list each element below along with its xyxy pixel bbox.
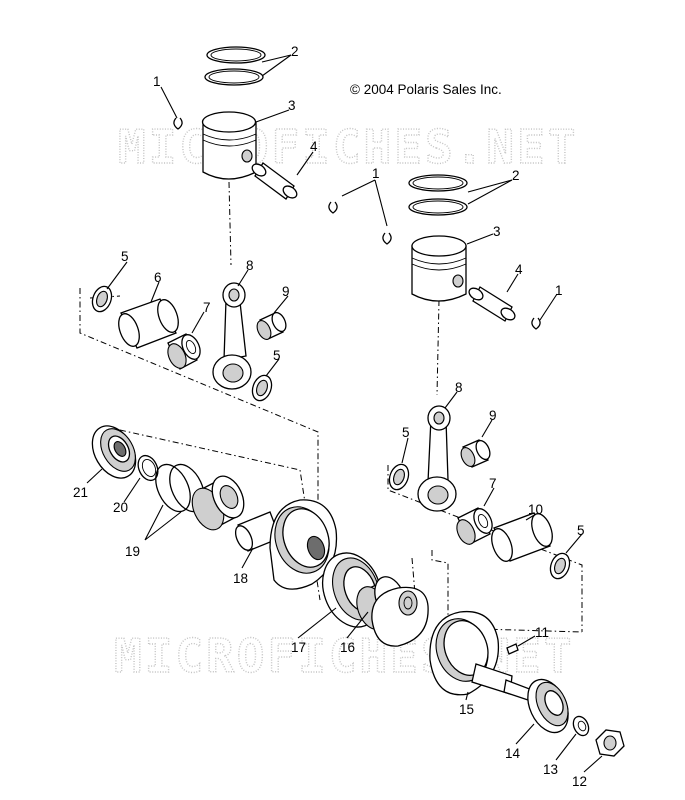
needle-bearing-left-small xyxy=(256,311,287,340)
callout: 11 xyxy=(535,625,549,640)
callout: 4 xyxy=(515,262,523,277)
piston-rings-left xyxy=(204,46,266,86)
callout: 5 xyxy=(402,425,410,440)
crankshaft-right-half xyxy=(429,610,549,707)
crank-pin-right xyxy=(491,512,553,562)
main-bearing-left-inner xyxy=(191,475,245,531)
thrust-washer-right-bottom xyxy=(549,552,571,580)
needle-bearing-right-small xyxy=(460,439,491,468)
leader-lines xyxy=(86,54,603,773)
connecting-rod-right xyxy=(417,405,457,512)
callout: 8 xyxy=(246,258,254,273)
copyright-notice: © 2004 Polaris Sales Inc. xyxy=(350,82,502,97)
callout: 9 xyxy=(489,408,497,423)
callout: 1 xyxy=(372,166,380,181)
thrust-washer-left-top xyxy=(91,285,113,313)
callout-numbers: 1 2 3 4 1 2 3 4 1 5 6 7 8 9 5 8 9 5 7 10… xyxy=(73,44,587,789)
callout: 3 xyxy=(493,224,501,239)
piston-left xyxy=(201,111,257,180)
callout: 18 xyxy=(233,571,248,586)
callout: 3 xyxy=(288,98,296,113)
washer-right xyxy=(572,715,590,737)
circlip-right-right xyxy=(531,317,541,330)
callout: 13 xyxy=(543,762,558,777)
needle-bearing-left-big xyxy=(167,333,201,370)
crankshaft-nut xyxy=(595,729,625,757)
callout: 7 xyxy=(203,300,211,315)
callout: 2 xyxy=(512,168,520,183)
crank-pin-left xyxy=(118,298,179,349)
circlip-left-small xyxy=(173,117,183,130)
callout: 5 xyxy=(577,523,585,538)
wrist-pin-right xyxy=(468,286,516,322)
callout: 15 xyxy=(459,702,474,717)
circlip-left-right xyxy=(328,201,338,214)
watermark-top: MICROFICHES.NET xyxy=(118,120,578,174)
callout: 5 xyxy=(273,348,281,363)
callout: 19 xyxy=(125,544,140,559)
crankshaft-left-half xyxy=(234,499,338,590)
callout: 14 xyxy=(505,746,521,761)
callout: 20 xyxy=(113,500,128,515)
outer-main-bearing-right xyxy=(527,678,569,734)
callout: 8 xyxy=(455,380,463,395)
callout: 10 xyxy=(528,502,543,517)
callout: 1 xyxy=(555,283,563,298)
shim-washer-left xyxy=(137,454,159,482)
callout: 12 xyxy=(572,774,587,789)
callout: 16 xyxy=(340,640,355,655)
callout: 2 xyxy=(291,44,299,59)
callout: 1 xyxy=(153,74,161,89)
piston-right xyxy=(411,235,467,302)
thrust-washer-right-top xyxy=(388,463,410,491)
callout: 7 xyxy=(489,476,497,491)
callout: 5 xyxy=(121,249,129,264)
callout: 6 xyxy=(154,270,162,285)
needle-bearing-right-big xyxy=(456,507,493,545)
callout: 9 xyxy=(282,284,290,299)
callout: 21 xyxy=(73,485,88,500)
key-woodruff xyxy=(506,643,519,655)
crankshaft-center-web xyxy=(371,586,429,647)
callout: 17 xyxy=(291,640,306,655)
wrist-pin-left xyxy=(251,162,298,200)
main-bearing-left-outer xyxy=(91,425,137,479)
piston-rings-right xyxy=(408,174,468,216)
thrust-washer-left-bottom xyxy=(251,374,273,402)
callout: 4 xyxy=(310,139,318,154)
connecting-rod-left xyxy=(212,282,252,390)
circlip-right-left xyxy=(382,232,392,245)
